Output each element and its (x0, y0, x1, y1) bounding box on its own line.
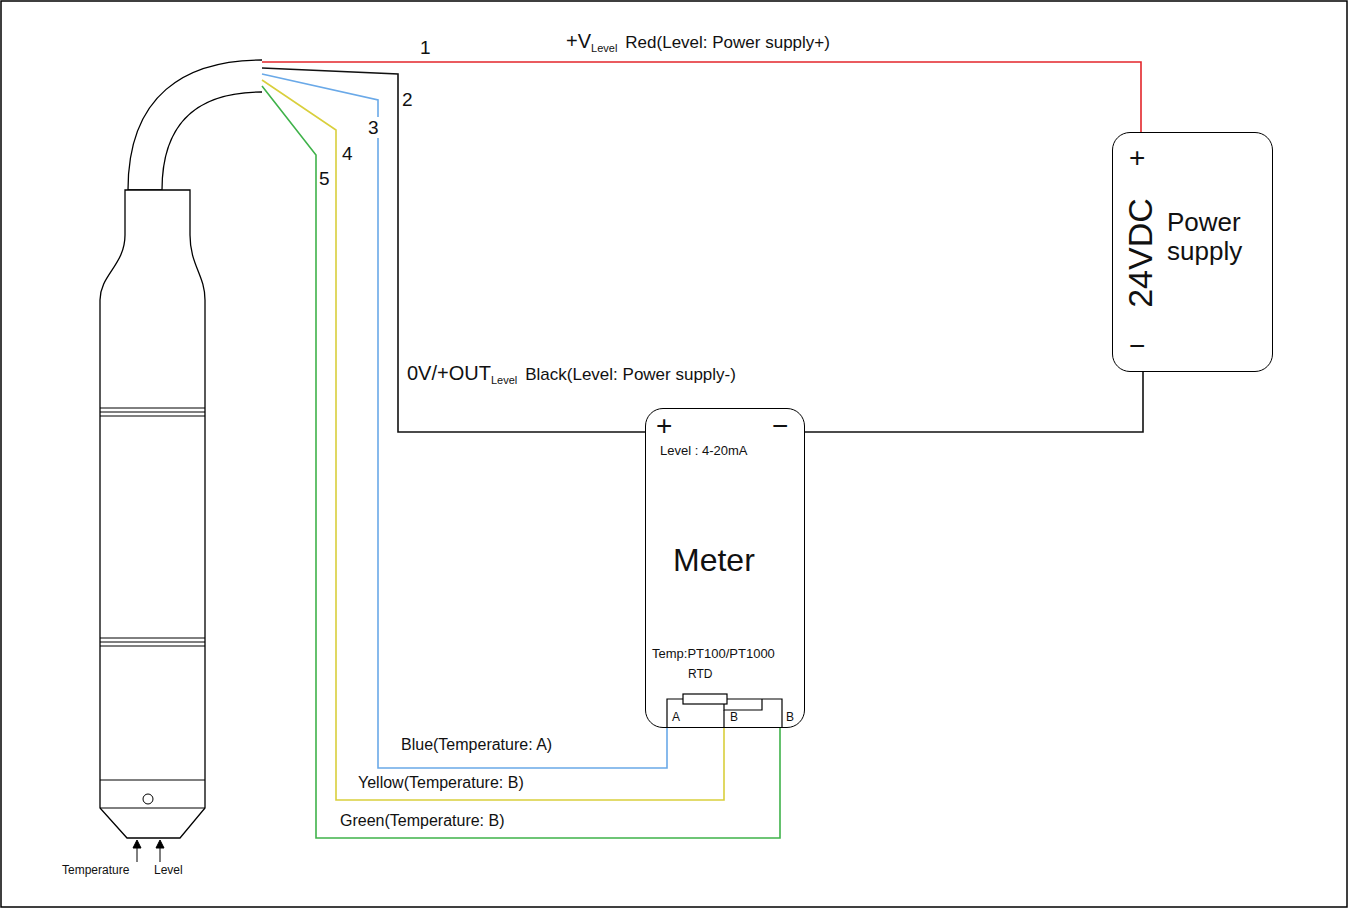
callout-number: 1 (420, 37, 431, 58)
wire-label: Yellow(Temperature: B) (358, 774, 524, 791)
ground-wire (805, 372, 1143, 432)
label-group: 2 (402, 90, 413, 111)
callout-number: 5 (319, 168, 330, 189)
label-group: 0V/+OUTLevel Black(Level: Power supply-) (407, 362, 736, 386)
label-group: 3 (368, 118, 379, 139)
subscript: Level (591, 42, 617, 54)
wire-label: 0V/+OUT (407, 362, 491, 384)
wire-label: Green(Temperature: B) (340, 812, 505, 829)
sensor-cable (128, 60, 262, 190)
callout-number: 3 (368, 117, 379, 138)
wire-label: Red(Level: Power supply+) (625, 33, 830, 52)
terminal-label: A (672, 711, 680, 724)
terminal-label: B (730, 711, 738, 724)
subscript: Level (491, 374, 517, 386)
wire-label: Blue(Temperature: A) (401, 736, 552, 753)
signal-label: Level : 4-20mA (660, 444, 747, 458)
label-group: Temperature (62, 864, 129, 877)
terminal-sign: − (1129, 331, 1145, 362)
callout-number: 4 (342, 143, 353, 164)
label-group: +VLevel Red(Level: Power supply+) (566, 30, 830, 54)
power-supply-box: +24VDCPower supply − (1112, 132, 1273, 372)
meter-box: + − Level : 4-20mA MeterTemp:PT100/PT1000RT… (645, 408, 805, 728)
label-group: Level (154, 864, 183, 877)
measure-label: Level (154, 863, 183, 877)
sensor-type-label: Temp:PT100/PT1000 (652, 647, 775, 661)
label-group: Yellow(Temperature: B) (358, 774, 524, 792)
red-wire (262, 62, 1141, 132)
sensor-probe (100, 190, 205, 838)
label-group: 5 (319, 169, 330, 190)
label-group: Green(Temperature: B) (340, 812, 505, 830)
sensor-hole (143, 794, 153, 804)
blue-wire (262, 74, 667, 768)
rtd-terminal-wiring (667, 694, 782, 728)
label-group: 4 (342, 144, 353, 165)
voltage-label: 24VDC (1122, 198, 1159, 308)
terminal-sign: − (772, 411, 788, 442)
label-group: Blue(Temperature: A) (401, 736, 552, 754)
measure-arrows (133, 840, 164, 862)
callout-number: 2 (402, 89, 413, 110)
device-name: Power supply (1167, 208, 1267, 265)
resistor-symbol (683, 694, 727, 704)
yellow-wire (262, 80, 724, 800)
green-wire (262, 86, 780, 838)
label-group: 1 (420, 38, 431, 59)
probe-grooves (100, 408, 205, 808)
component-label: RTD (688, 668, 712, 681)
wire-label: Black(Level: Power supply-) (525, 365, 736, 384)
terminal-sign: + (656, 411, 672, 442)
device-name: Meter (673, 543, 755, 578)
terminal-label: B (786, 711, 794, 724)
wire-label: +V (566, 30, 591, 52)
terminal-sign: + (1129, 143, 1145, 174)
measure-label: Temperature (62, 863, 129, 877)
